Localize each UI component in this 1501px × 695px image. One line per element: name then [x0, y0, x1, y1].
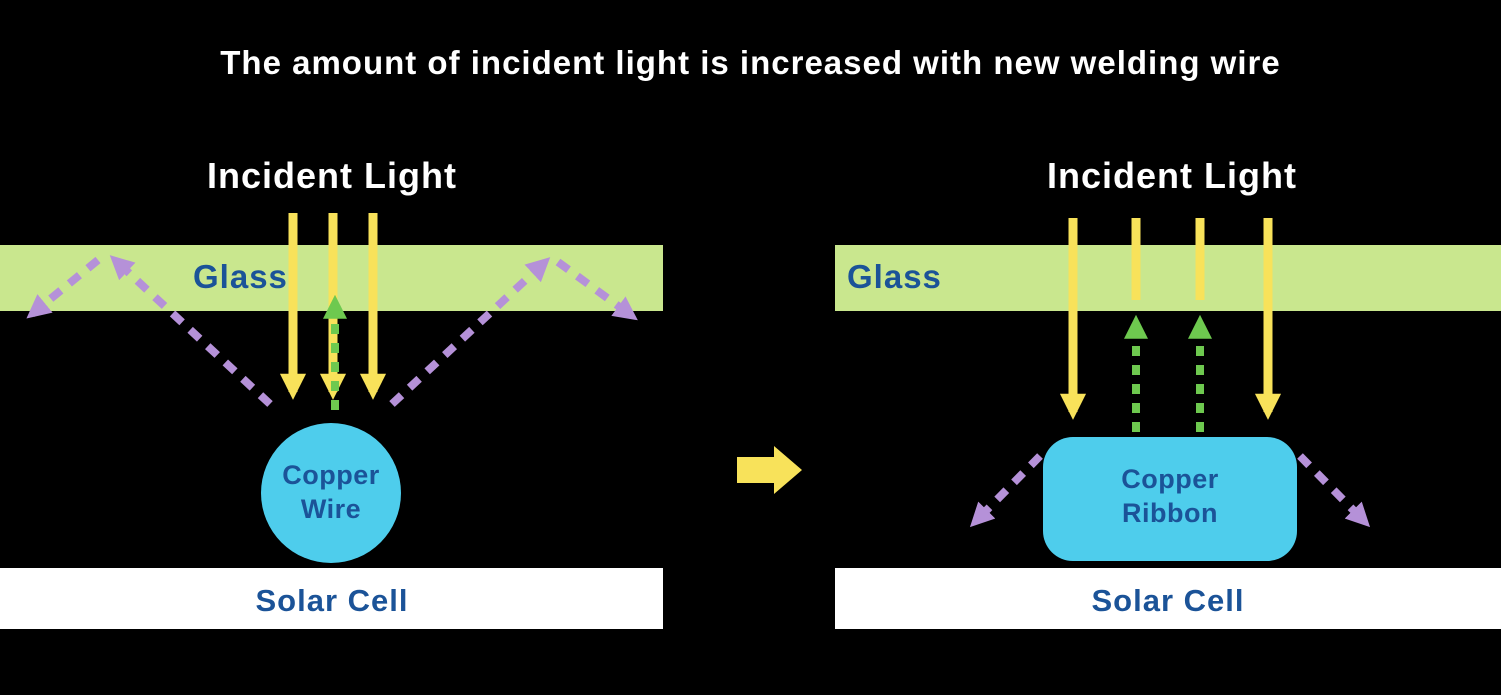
- scattered-light-arrow: [109, 255, 273, 407]
- scattered-light-arrow: [389, 257, 551, 407]
- copper-ribbon-label-line1: Copper: [1121, 464, 1219, 494]
- scattered-light-arrow: [1297, 453, 1371, 528]
- copper-wire-label-line2: Wire: [300, 494, 362, 524]
- copper-wire-label: Copper Wire: [282, 458, 380, 526]
- scattered-light-arrows-left: [26, 255, 638, 407]
- transition-arrow-icon: [737, 446, 802, 494]
- solar-cell-label-left: Solar Cell: [255, 583, 409, 618]
- scattered-light-arrows-right: [969, 453, 1371, 528]
- copper-wire-shape: [261, 423, 401, 563]
- solar-cell-label-right: Solar Cell: [1091, 583, 1245, 618]
- copper-ribbon-shape: [1043, 437, 1297, 561]
- glass-panel-right: [835, 245, 1501, 311]
- copper-ribbon-label: Copper Ribbon: [1121, 462, 1219, 530]
- solar-cell-left: [0, 568, 663, 629]
- incident-light-label-right: Incident Light: [1047, 155, 1297, 196]
- glass-label-right: Glass: [847, 258, 942, 295]
- scattered-light-arrow: [555, 258, 638, 321]
- reflected-light-arrows-right: [1124, 314, 1212, 432]
- copper-wire-label-line1: Copper: [282, 460, 380, 490]
- incident-light-arrows-right: [1059, 218, 1282, 420]
- copper-ribbon-label-line2: Ribbon: [1122, 498, 1218, 528]
- solar-cell-right: [835, 568, 1501, 629]
- glass-label-left: Glass: [193, 258, 288, 295]
- incident-light-label-left: Incident Light: [207, 155, 457, 196]
- diagram-title: The amount of incident light is increase…: [220, 44, 1281, 81]
- scattered-light-arrow: [969, 453, 1043, 528]
